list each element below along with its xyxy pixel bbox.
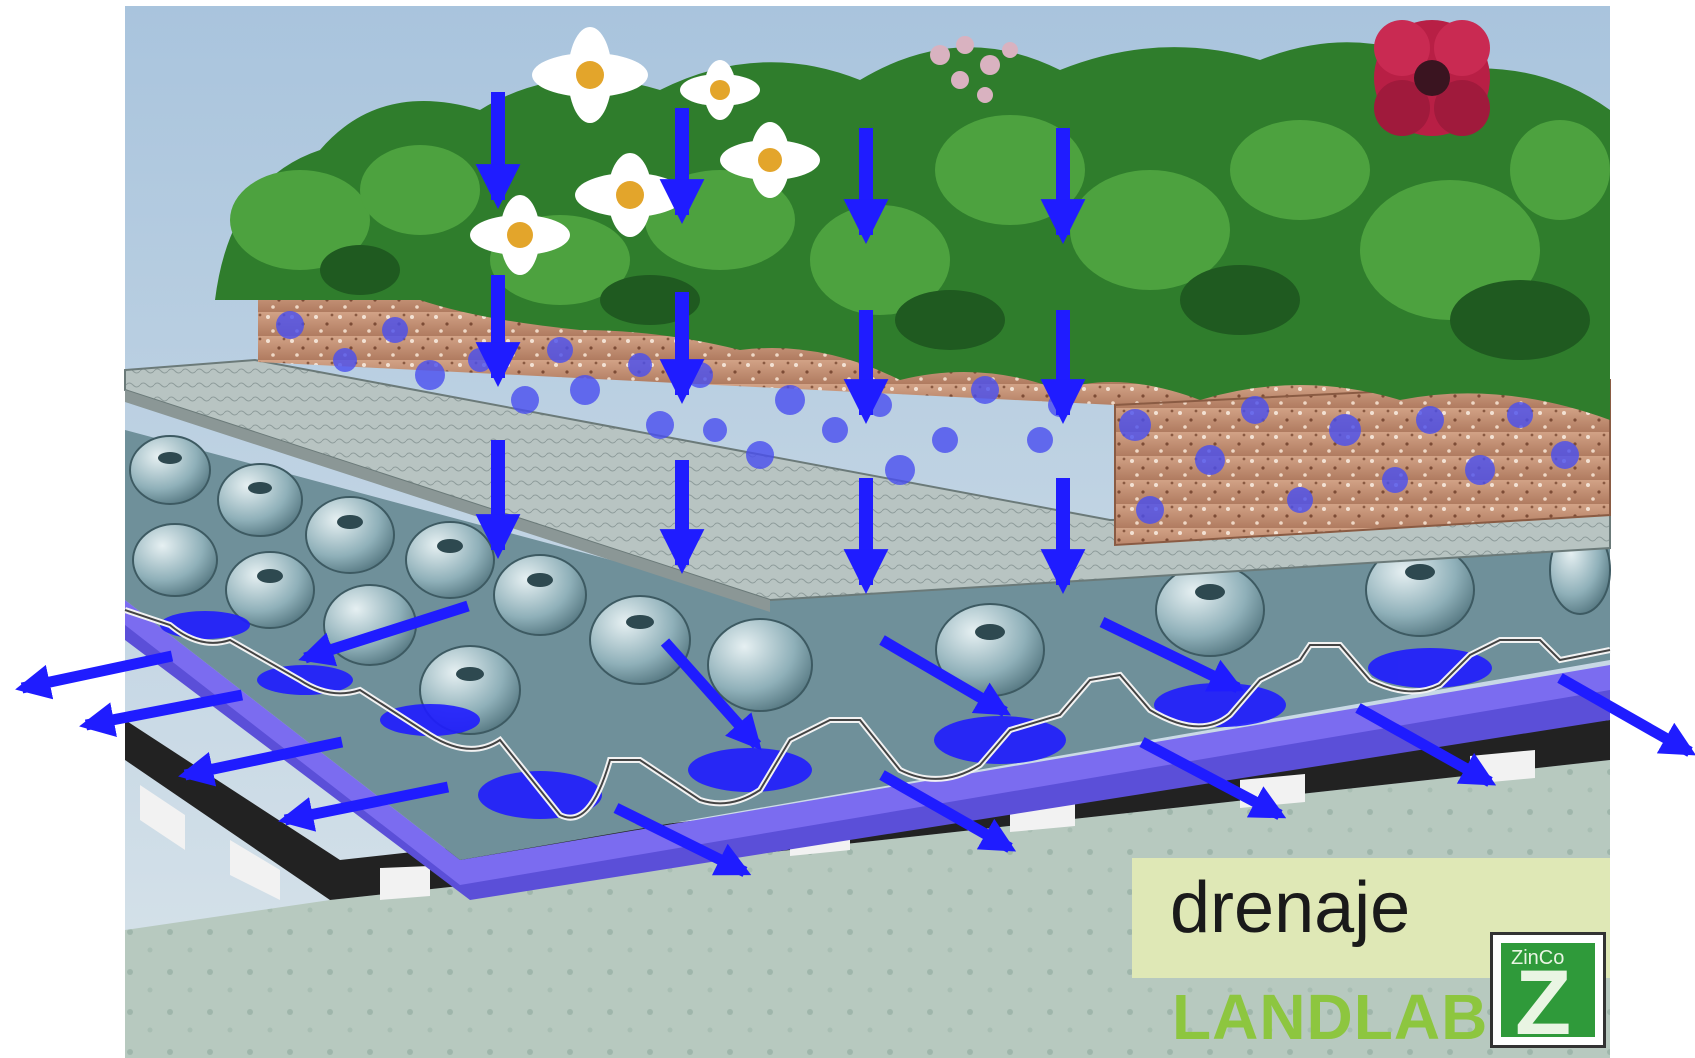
protection-mat — [125, 610, 1610, 900]
vegetation-layer — [215, 20, 1610, 420]
red-flower — [1374, 20, 1490, 136]
pink-flower-cluster — [930, 36, 1018, 103]
zinco-logo: ZinCo Z — [1490, 932, 1606, 1054]
brand-wordmark: LANDLAB — [1172, 981, 1489, 1053]
filter-sheet-edge — [125, 390, 770, 612]
infiltration-arrows — [475, 92, 1086, 594]
zinco-logo-field — [1501, 943, 1595, 1037]
drainage-profile-outline — [124, 609, 1611, 819]
daisy-flowers — [470, 27, 820, 275]
concrete-slab — [125, 760, 1610, 1058]
substrate-front — [1114, 378, 1611, 547]
drainage-flow-arrows — [15, 600, 1695, 877]
zinco-logo-letter: Z — [1515, 952, 1572, 1054]
caption-title: drenaje — [1170, 868, 1411, 948]
zinco-logo-text: ZinCo — [1511, 947, 1565, 969]
